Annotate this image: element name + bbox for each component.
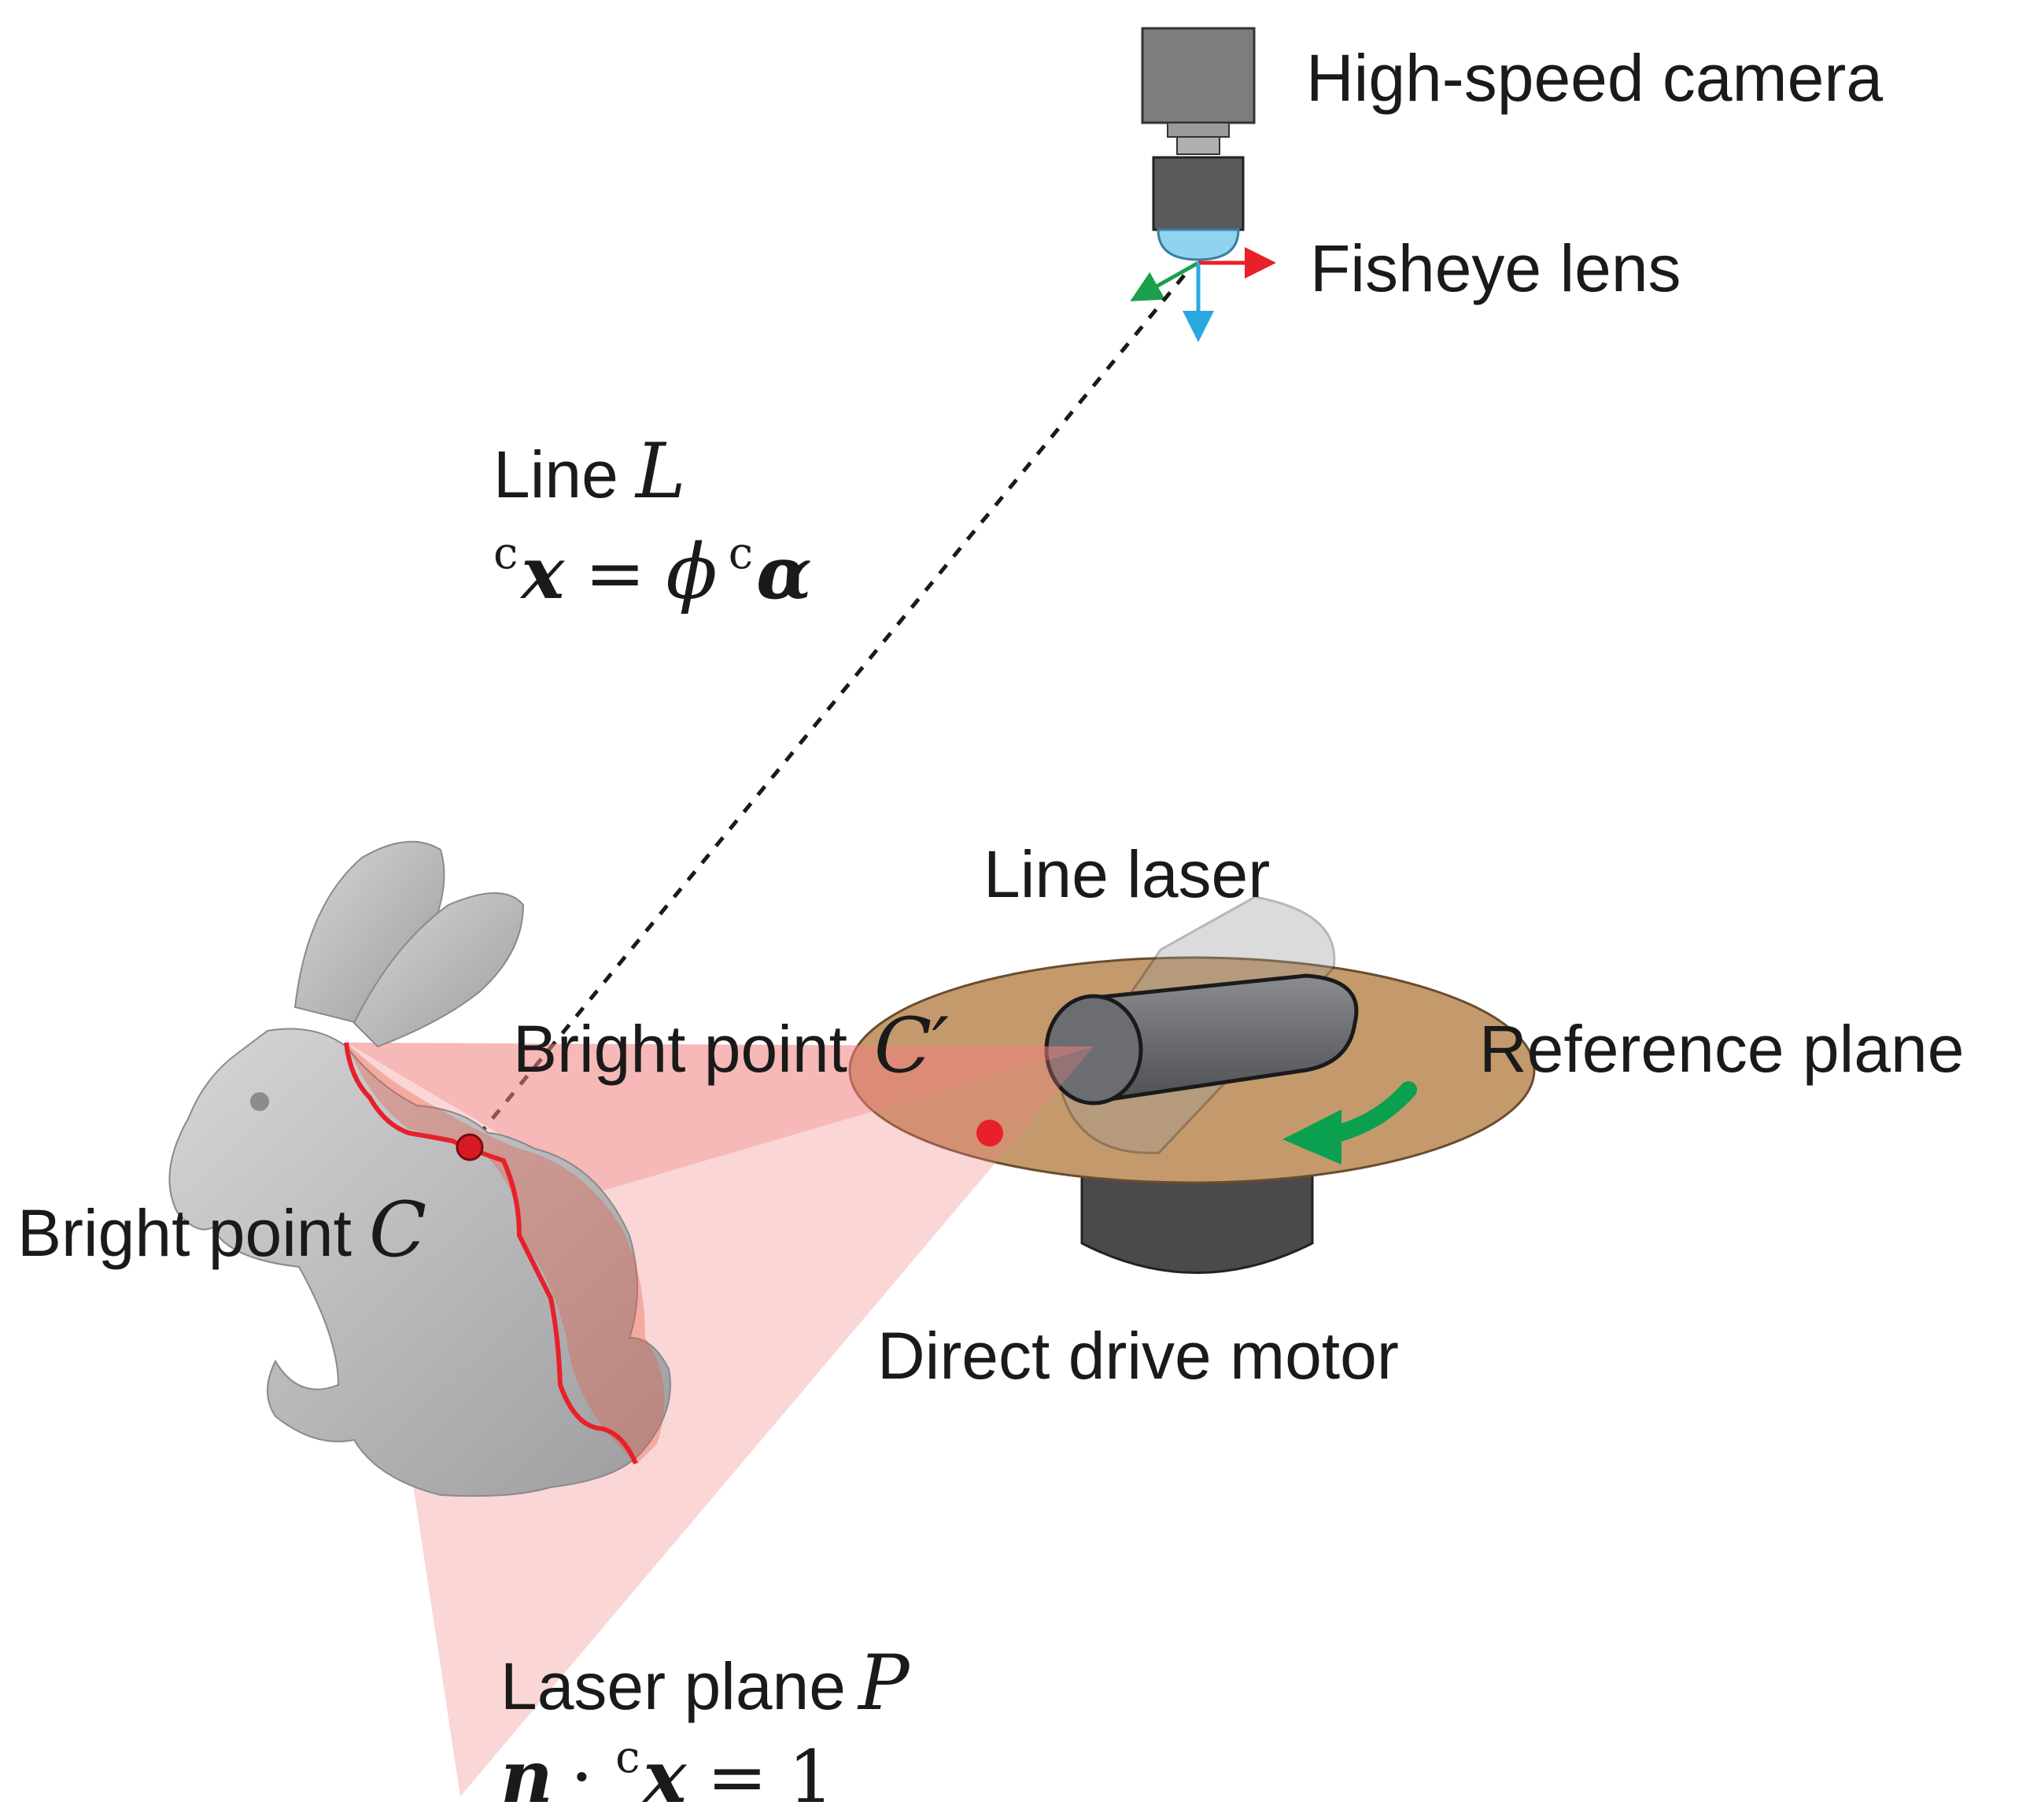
line-eq-sup2: c xyxy=(729,528,753,579)
label-direct-drive-motor: Direct drive motor xyxy=(877,1319,1399,1393)
motor-body xyxy=(1080,1171,1314,1274)
bunny-eye xyxy=(250,1092,269,1111)
bunny-ear-right xyxy=(352,892,525,1048)
y-axis-arrow xyxy=(1130,260,1200,301)
line-equation: c x = ϕ c α xyxy=(493,528,812,616)
label-reference-plane: Reference plane xyxy=(1479,1012,1964,1086)
plane-eq-sup: c xyxy=(615,1732,640,1783)
stanford-bunny xyxy=(168,840,671,1497)
line-eq-phi: ϕ xyxy=(666,528,717,616)
label-line-l: Line L xyxy=(493,427,686,515)
camera-mount xyxy=(1167,122,1230,138)
line-laser xyxy=(1044,973,1359,1106)
label-bright-point-c-prime: Bright point C′ xyxy=(513,1002,949,1090)
line-eq-x: x xyxy=(519,530,565,615)
bright-point-c-prime-marker xyxy=(976,1120,1003,1146)
plane-eq-one: 1 xyxy=(788,1735,834,1819)
line-l-ray xyxy=(471,274,1186,1145)
lens-barrel xyxy=(1152,156,1245,231)
label-bright-point-c-symbol: C xyxy=(369,1186,426,1274)
label-bright-point-c-prime-symbol: C′ xyxy=(874,1002,949,1090)
label-bright-point-c: Bright point C xyxy=(17,1186,426,1274)
line-eq-equals: = xyxy=(585,531,645,615)
plane-eq-x: x xyxy=(642,1734,688,1819)
laser-curve-on-bunny xyxy=(344,1042,638,1465)
rotation-arrow xyxy=(1282,1081,1417,1165)
fisheye-lens xyxy=(1152,156,1245,261)
plane-eq-equals: = xyxy=(707,1735,767,1819)
label-laser-plane-text: Laser plane xyxy=(500,1649,846,1723)
camera-body xyxy=(1141,27,1256,124)
bunny-body xyxy=(168,1028,671,1497)
plane-equation: n · c x = 1 xyxy=(500,1732,834,1819)
label-high-speed-camera: High-speed camera xyxy=(1306,41,1883,115)
camera-lens-ring xyxy=(1176,136,1220,155)
label-laser-plane-symbol: P xyxy=(857,1639,910,1727)
laser-cylinder-face xyxy=(1044,994,1143,1106)
direct-drive-motor xyxy=(1080,1171,1314,1274)
camera-coordinate-axes xyxy=(1130,247,1276,342)
label-bright-point-c-prime-text: Bright point xyxy=(513,1012,847,1086)
label-fisheye-lens: Fisheye lens xyxy=(1310,231,1681,305)
laser-cylinder-body xyxy=(1091,973,1359,1104)
plane-eq-n: n xyxy=(500,1734,553,1819)
line-eq-alpha: α xyxy=(756,530,812,615)
laser-illuminated-region xyxy=(346,1043,665,1464)
high-speed-camera xyxy=(1141,27,1256,155)
laser-plane-upper xyxy=(346,1043,1094,1192)
label-laser-plane-p: Laser plane P xyxy=(500,1639,910,1727)
label-line-laser: Line laser xyxy=(983,837,1270,911)
plane-eq-dot: · xyxy=(570,1735,593,1819)
lens-dome xyxy=(1157,228,1240,261)
bright-point-c-marker xyxy=(456,1133,484,1161)
label-bright-point-c-text: Bright point xyxy=(17,1196,352,1270)
line-eq-sup1: c xyxy=(493,528,518,579)
label-line-l-text: Line xyxy=(493,437,618,511)
label-line-l-symbol: L xyxy=(634,427,686,515)
